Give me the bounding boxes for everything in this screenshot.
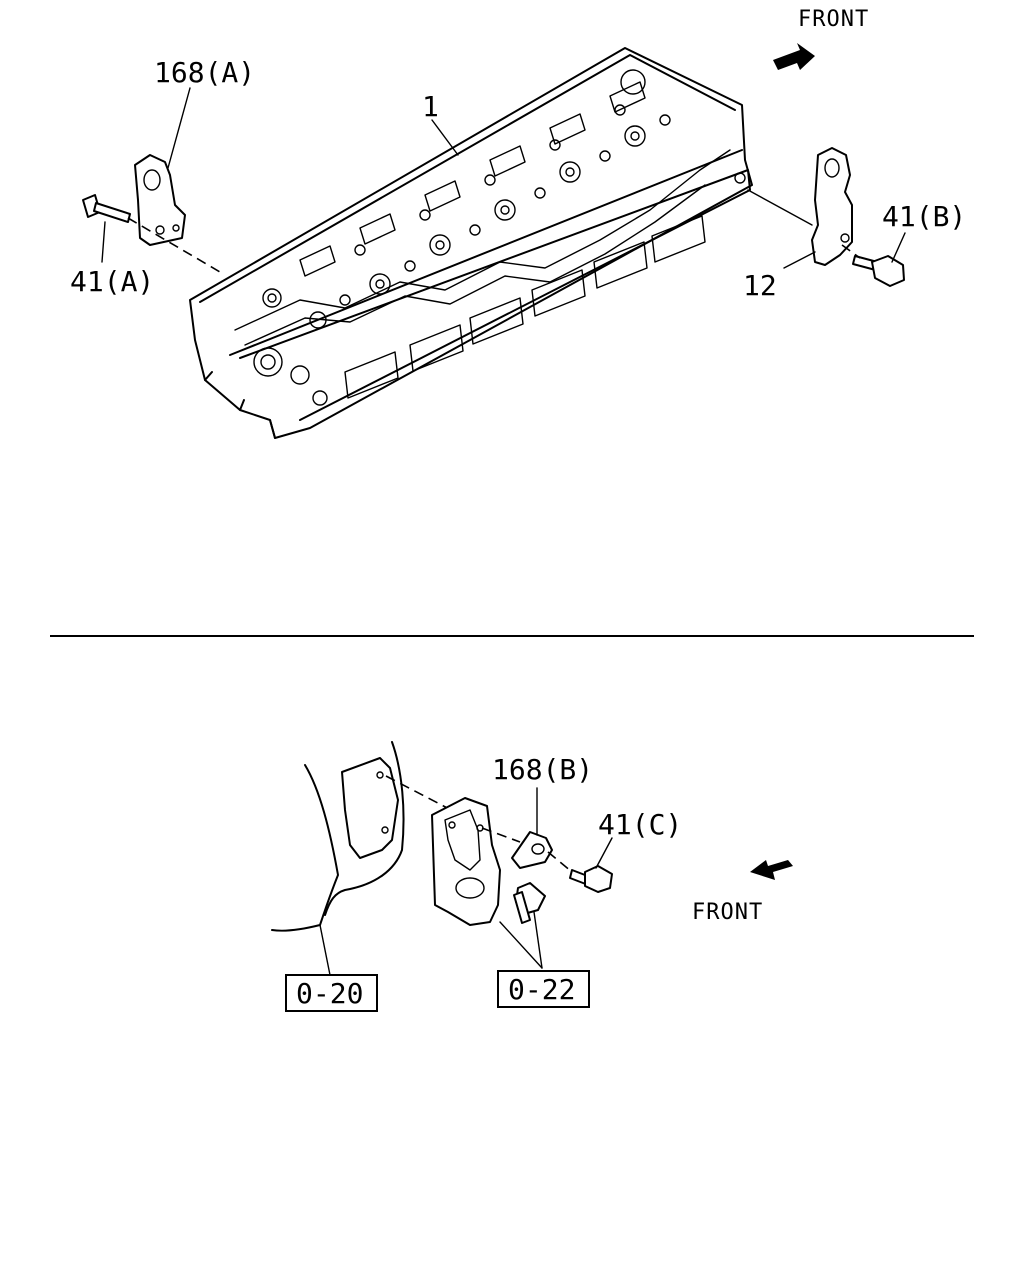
mount-bolt <box>513 882 546 924</box>
leader-ref-0-20 <box>319 924 331 976</box>
leader-41a <box>101 221 106 263</box>
callout-168b: 168(B) <box>492 753 593 786</box>
leader-41b <box>891 232 906 263</box>
front-label-bottom: FRONT <box>692 900 763 925</box>
leader-bracket-link <box>747 189 813 226</box>
bolt-41b <box>852 255 905 287</box>
cam-journals <box>299 81 646 277</box>
leader-168a <box>167 87 191 169</box>
leader-41c <box>595 837 613 869</box>
bolt-41a <box>82 194 131 223</box>
callout-41b: 41(B) <box>882 200 966 233</box>
dash-line-41b <box>841 244 861 259</box>
top-diagram: FRONT <box>70 7 966 439</box>
dash-line-41c <box>547 851 573 873</box>
mount-bracket <box>431 797 501 926</box>
front-arrow-icon <box>750 860 793 880</box>
callout-1: 1 <box>422 90 439 123</box>
callout-41a: 41(A) <box>70 265 154 298</box>
ref-box-0-22[interactable]: 0-22 <box>497 970 590 1008</box>
deck-holes <box>262 104 671 329</box>
front-label-top: FRONT <box>798 7 869 32</box>
bottom-diagram: 168(B) 41(C) FRONT 0-20 0-22 <box>271 741 793 1012</box>
bolt-41c <box>569 865 613 893</box>
intake-ports <box>344 215 706 399</box>
leader-ref-0-22b <box>533 911 543 969</box>
dash-line-41a <box>127 217 221 273</box>
callout-12: 12 <box>743 269 777 302</box>
front-arrow-icon <box>773 43 815 70</box>
callout-41c: 41(C) <box>598 808 682 841</box>
dash-line-168b <box>481 827 521 843</box>
bracket-168a <box>134 154 186 246</box>
cylinder-head <box>189 47 753 439</box>
callout-168a: 168(A) <box>154 56 255 89</box>
ref-label-0-22: 0-22 <box>508 973 575 1006</box>
leader-1 <box>431 119 459 156</box>
flywheel-housing <box>271 741 405 932</box>
ref-label-0-20: 0-20 <box>296 977 363 1010</box>
leader-ref-0-22a <box>499 921 543 969</box>
dash-line-housing <box>385 775 456 813</box>
leader-12 <box>783 251 816 269</box>
bracket-168b <box>511 831 553 869</box>
ref-box-0-20[interactable]: 0-20 <box>285 974 378 1012</box>
